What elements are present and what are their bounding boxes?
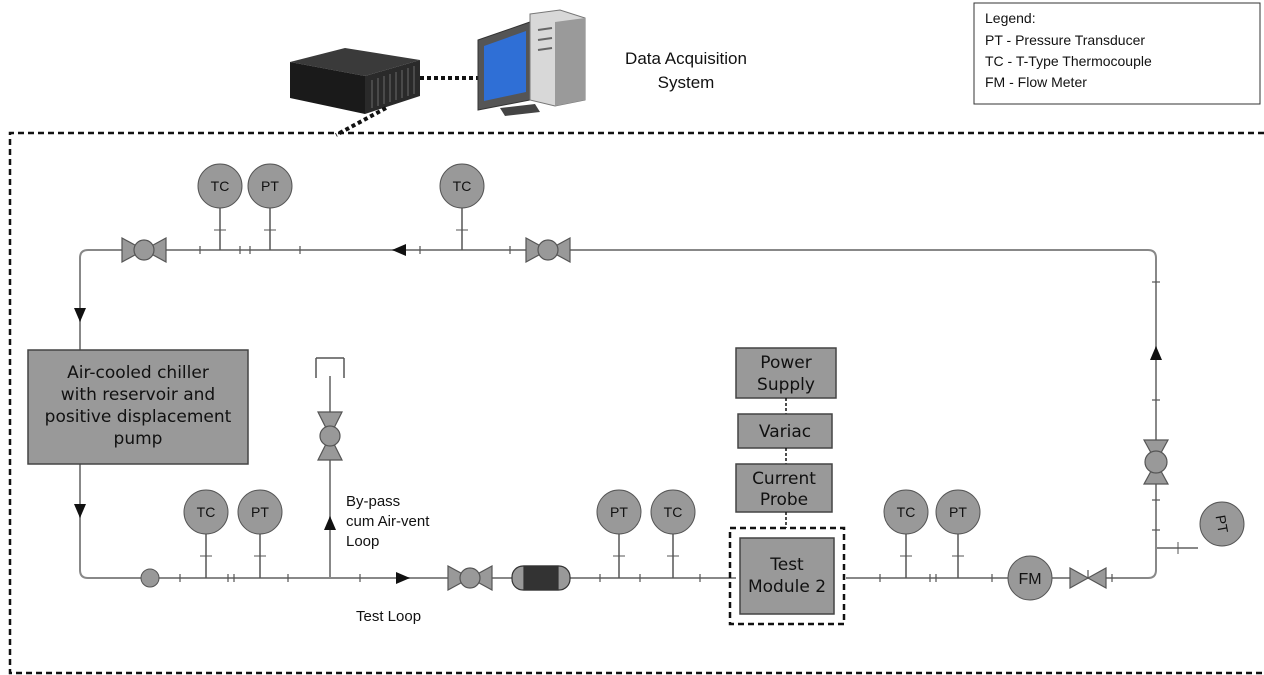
sensor-tc-bottom-1: TC xyxy=(183,489,229,578)
legend-item-fm: FM - Flow Meter xyxy=(985,74,1087,90)
legend-item-pt: PT - Pressure Transducer xyxy=(985,32,1145,48)
daq-label-line1: Data Acquisition xyxy=(625,49,747,68)
sensor-pt-right: PT xyxy=(1177,501,1245,554)
sensor-tc-bottom-3-label: TC xyxy=(897,504,916,520)
sensor-pt-bottom-3-label: PT xyxy=(949,504,967,520)
legend-item-tc: TC - T-Type Thermocouple xyxy=(985,53,1152,69)
sensor-pt-bottom-1-label: PT xyxy=(251,504,269,520)
current-probe-label-line1: Current xyxy=(752,469,816,489)
sensor-pt-top-1: PT xyxy=(247,163,293,250)
bypass-label-line2: cum Air-vent xyxy=(346,513,430,530)
sensor-tc-bottom-2-label: TC xyxy=(664,504,683,520)
sensor-tc-top-2: TC xyxy=(439,163,485,250)
chiller-label-line3: positive displacement xyxy=(45,407,232,427)
sensor-pt-bottom-3: PT xyxy=(935,489,981,578)
chiller-label-line1: Air-cooled chiller xyxy=(67,363,209,383)
power-supply-label-line1: Power xyxy=(760,353,811,373)
sensor-fm-label: FM xyxy=(1018,571,1041,588)
daq-label-line2: System xyxy=(658,73,715,92)
sensor-tc-top-2-label: TC xyxy=(453,178,472,194)
sensor-pt-bottom-2-label: PT xyxy=(610,504,628,520)
daq-to-loop-line xyxy=(335,106,387,137)
arrow-left-down-1 xyxy=(74,308,86,322)
sensor-tc-bottom-1-label: TC xyxy=(197,504,216,520)
arrow-bypass-up xyxy=(324,516,336,530)
test-module-label-line1: Test xyxy=(769,555,804,575)
pipe-network xyxy=(79,249,1198,579)
sensor-pt-bottom-1: PT xyxy=(237,489,283,578)
variac-label: Variac xyxy=(759,422,811,442)
vent-cap-icon xyxy=(315,357,345,378)
chiller-label-line4: pump xyxy=(114,429,163,449)
sensor-tc-top-1-label: TC xyxy=(211,178,230,194)
bypass-label-line1: By-pass xyxy=(346,493,400,510)
valve-right-icon xyxy=(1142,439,1170,485)
arrow-right-up xyxy=(1150,346,1162,360)
valve-top-right-icon xyxy=(525,236,571,264)
sensor-pt-top-1-label: PT xyxy=(261,178,279,194)
filter-icon xyxy=(511,565,571,591)
valve-bypass-icon xyxy=(317,411,343,461)
test-loop-label: Test Loop xyxy=(356,608,421,625)
arrow-bottom-right xyxy=(396,572,410,584)
chiller-label-line2: with reservoir and xyxy=(61,385,215,405)
current-probe-box: Current Probe xyxy=(735,463,833,513)
arrow-left-down-2 xyxy=(74,504,86,518)
needle-valve-icon xyxy=(1069,566,1107,590)
power-supply-box: Power Supply xyxy=(735,347,837,399)
flow-arrows xyxy=(74,244,1162,584)
arrow-top-left xyxy=(392,244,406,256)
test-module-label-line2: Module 2 xyxy=(748,577,826,597)
pump-inlet-icon xyxy=(140,568,160,588)
variac-box: Variac xyxy=(737,413,833,449)
sensor-tc-top-1: TC xyxy=(197,163,243,250)
valve-bottom-icon xyxy=(447,564,493,592)
legend: Legend: PT - Pressure Transducer TC - T-… xyxy=(973,2,1261,105)
sensor-tc-bottom-2: TC xyxy=(650,489,696,578)
sensor-fm: FM xyxy=(1007,555,1053,601)
sensor-pt-right-label: PT xyxy=(1213,514,1232,535)
computer-icon xyxy=(477,9,586,116)
legend-title: Legend: xyxy=(985,10,1036,26)
test-module-box: Test Module 2 xyxy=(728,526,846,626)
sensor-tc-bottom-3: TC xyxy=(883,489,929,578)
sensor-pt-bottom-2: PT xyxy=(596,489,642,578)
valve-top-left-icon xyxy=(121,236,167,264)
power-supply-label-line2: Supply xyxy=(757,375,815,395)
bypass-label-line3: Loop xyxy=(346,533,379,550)
pipe-joints xyxy=(179,246,1160,582)
daq-chassis-icon xyxy=(290,48,420,114)
chiller-box: Air-cooled chiller with reservoir and po… xyxy=(27,349,249,465)
enclosure-boundary xyxy=(8,131,1264,675)
current-probe-label-line2: Probe xyxy=(760,490,808,510)
